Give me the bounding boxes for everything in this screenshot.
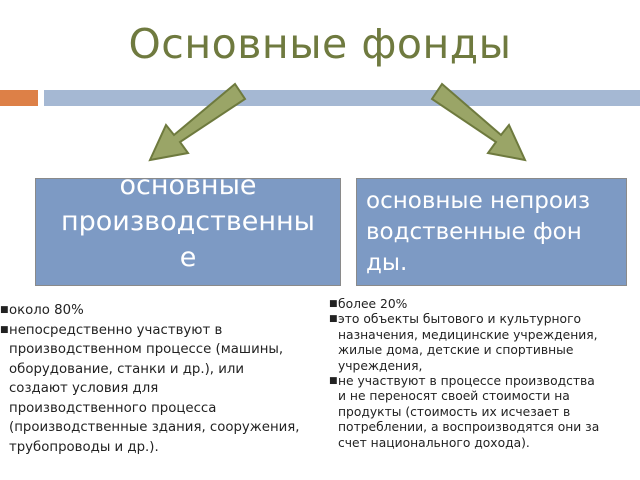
list-item-text: непосредственно участвуют в производстве… bbox=[9, 322, 300, 455]
bullet-icon: ■ bbox=[329, 299, 338, 309]
list-item-text: не участвуют в процессе производства и н… bbox=[338, 374, 600, 450]
list-item: ■ непосредственно участвуют в производст… bbox=[0, 321, 331, 458]
nonproductive-assets-list: ■более 20% ■это объекты бытового и культ… bbox=[329, 297, 638, 451]
bullet-icon: ■ bbox=[329, 376, 338, 387]
list-item-text: более 20% bbox=[338, 297, 408, 311]
list-item-text: это объекты бытового и культурного назна… bbox=[338, 312, 598, 373]
productive-assets-label: основные производственны е bbox=[60, 170, 316, 273]
arrow-right bbox=[430, 82, 527, 162]
bullet-icon: ■ bbox=[0, 324, 9, 335]
arrow-left bbox=[148, 82, 247, 162]
list-item: ■не участвуют в процессе производства и … bbox=[329, 374, 638, 451]
slide-title: Основные фонды bbox=[128, 20, 512, 68]
accent-bar-orange bbox=[0, 90, 38, 106]
nonproductive-assets-label: основные непроиз водственные фон ды. bbox=[366, 188, 591, 276]
list-item: ■более 20% bbox=[329, 297, 638, 312]
productive-assets-box bbox=[35, 178, 341, 286]
nonproductive-assets-box bbox=[356, 178, 627, 286]
list-item-text: около 80% bbox=[9, 303, 84, 318]
accent-bar-blue bbox=[44, 90, 640, 106]
productive-assets-list: ■около 80% ■ непосредственно участвуют в… bbox=[0, 301, 331, 458]
list-item: ■около 80% bbox=[0, 301, 331, 321]
list-item: ■это объекты бытового и культурного назн… bbox=[329, 312, 638, 374]
bullet-icon: ■ bbox=[329, 314, 338, 325]
bullet-icon: ■ bbox=[0, 305, 9, 315]
